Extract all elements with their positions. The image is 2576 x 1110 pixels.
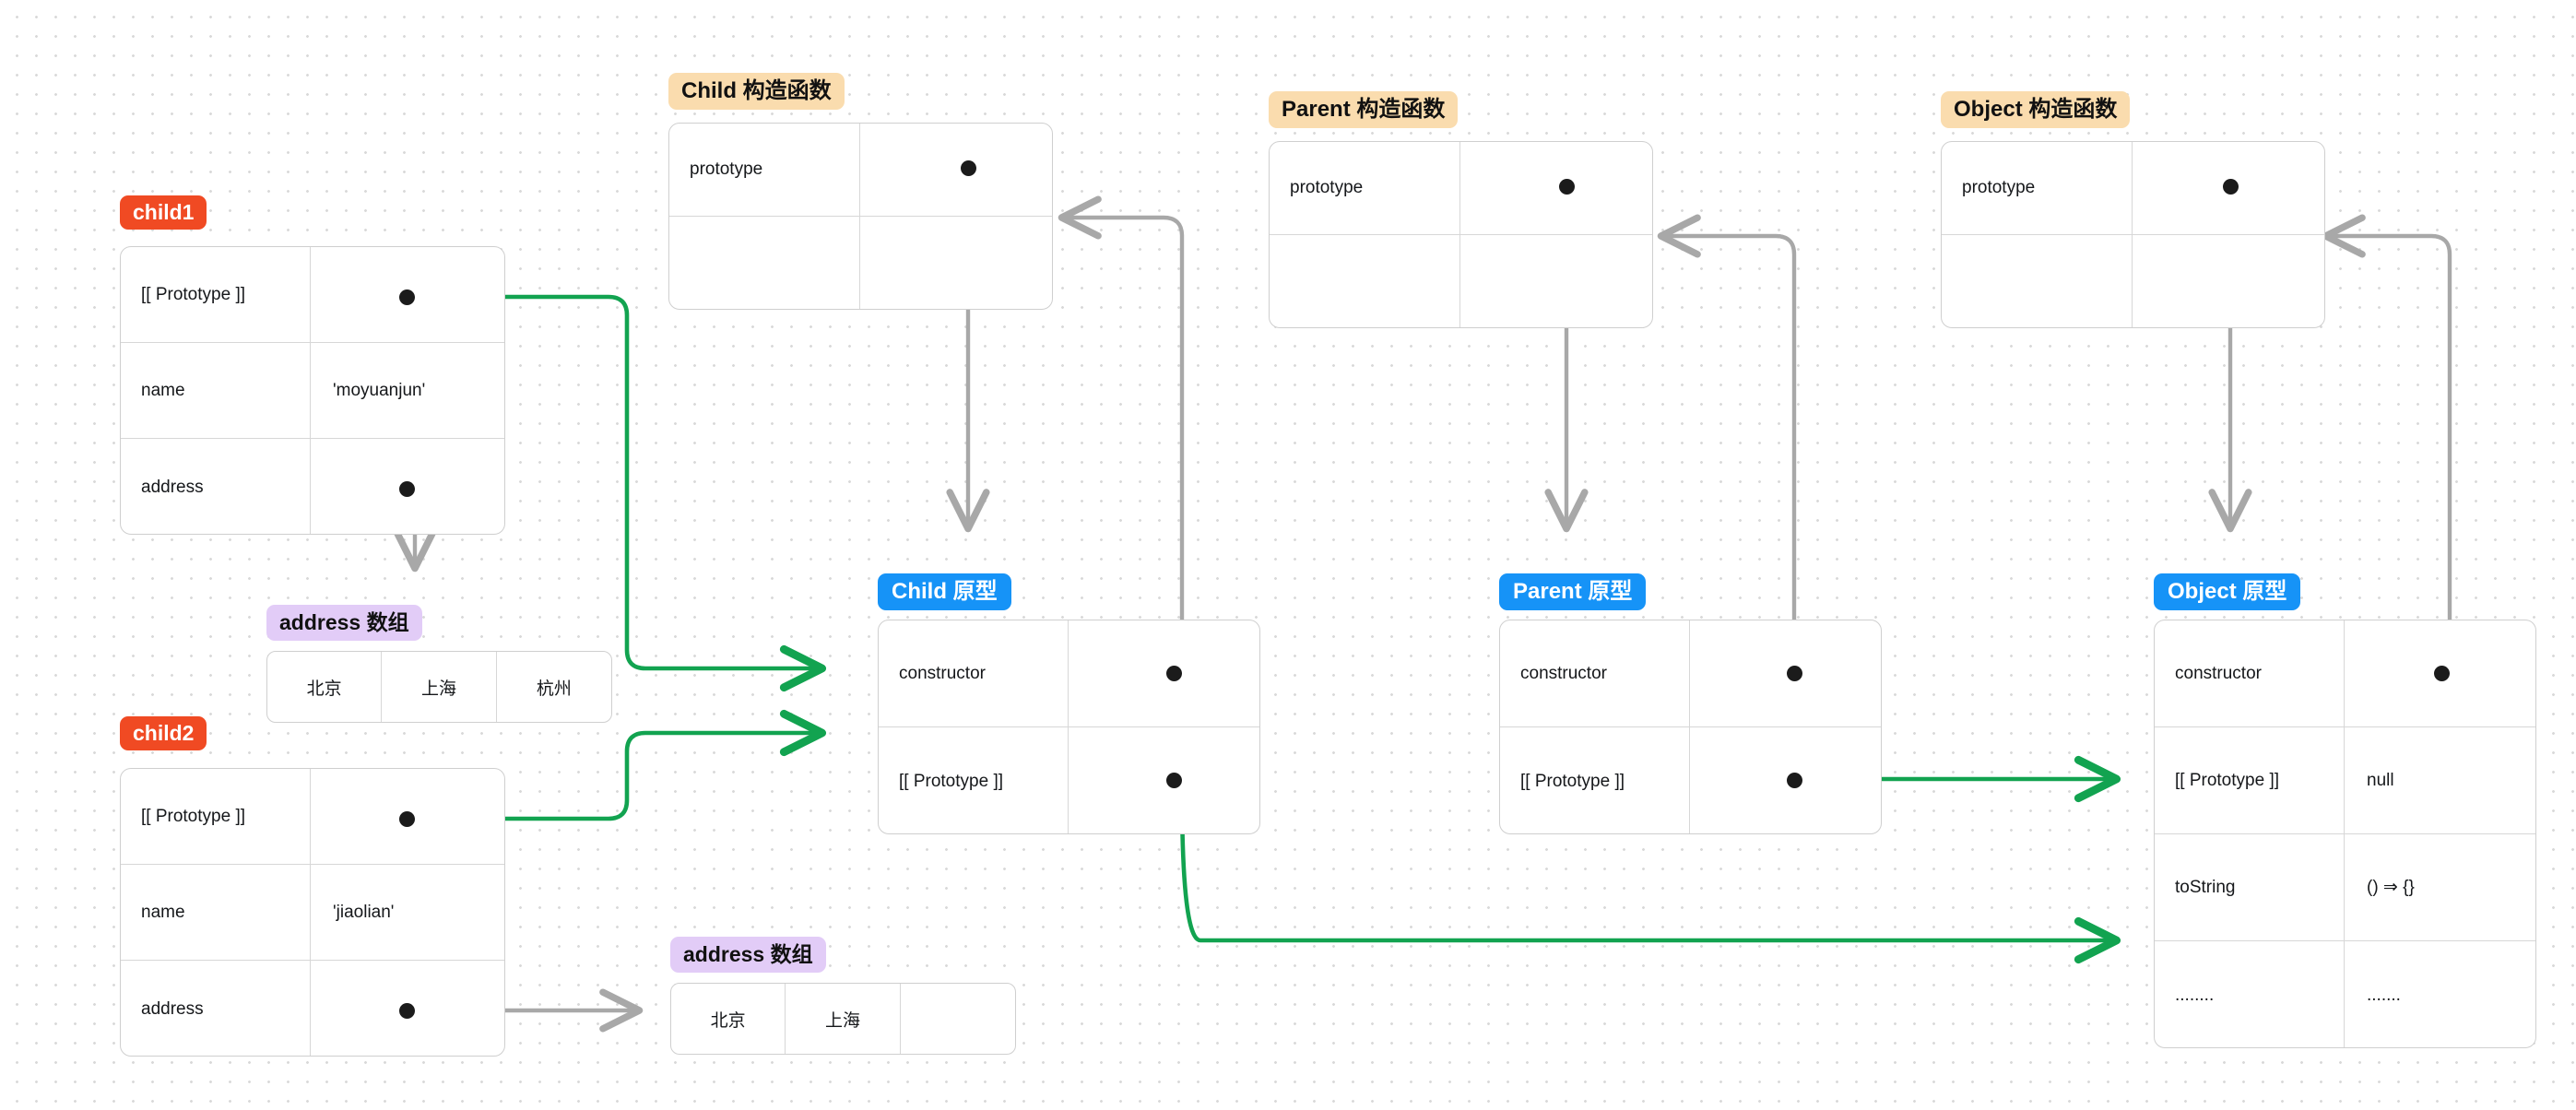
table-row: name 'jiaolian' [121, 865, 504, 961]
address-2-cell-2 [901, 984, 1015, 1054]
parent-ctor-row-1-value [1460, 235, 1652, 327]
address-1-cell-1: 上海 [382, 652, 497, 722]
pointer-dot-child-proto-constructor [1166, 666, 1182, 681]
object-proto-row-3-value: ....... [2367, 985, 2401, 1005]
parent-proto-row-1-key: [[ Prototype ]] [1500, 727, 1690, 833]
table-row [1270, 235, 1652, 327]
child-ctor-row-0-key: prototype [669, 124, 860, 216]
table-row: ........ ....... [2155, 941, 2535, 1047]
table-row: [[ Prototype ]] [879, 727, 1259, 833]
child-proto-row-1-value [1069, 727, 1259, 833]
object-table-parent-prototype: constructor [[ Prototype ]] [1499, 620, 1882, 834]
pointer-dot-object-proto-constructor [2434, 666, 2450, 681]
table-row: address [121, 439, 504, 534]
pointer-dot-child1-prototype [399, 289, 415, 305]
chip-object-constructor: Object 构造函数 [1941, 91, 2131, 128]
object-table-child2: [[ Prototype ]] name 'jiaolian' address [120, 768, 505, 1057]
table-row: constructor [1500, 620, 1881, 727]
pointer-dot-child-proto-prototype [1166, 773, 1182, 788]
object-table-object-constructor: prototype [1941, 141, 2325, 328]
pointer-dot-child2-prototype [399, 811, 415, 827]
child2-row-1-value: 'jiaolian' [333, 902, 395, 922]
object-table-child-constructor: prototype [668, 123, 1053, 310]
object-table-child1: [[ Prototype ]] name 'moyuanjun' address [120, 246, 505, 535]
table-row: toString () ⇒ {} [2155, 834, 2535, 941]
address-1-cell-0: 北京 [267, 652, 383, 722]
object-proto-row-2-key: toString [2155, 834, 2345, 940]
table-row: name 'moyuanjun' [121, 343, 504, 439]
pointer-dot-child-ctor-prototype [961, 160, 976, 176]
table-row [1942, 235, 2324, 327]
pointer-dot-parent-proto-constructor [1787, 666, 1802, 681]
chip-address-array-2: address 数组 [670, 937, 826, 973]
table-row: [[ Prototype ]] [121, 247, 504, 343]
array-table-address-1: 北京 上海 杭州 [266, 651, 612, 723]
chip-child2: child2 [120, 716, 207, 750]
table-row: prototype [1942, 142, 2324, 235]
child-ctor-row-1-value [860, 217, 1052, 309]
object-ctor-row-1-value [2133, 235, 2324, 327]
pointer-dot-child2-address [399, 1003, 415, 1019]
chip-parent-prototype: Parent 原型 [1499, 573, 1647, 610]
table-row: address [121, 961, 504, 1056]
address-2-cell-1: 上海 [786, 984, 901, 1054]
child1-row-1-key: name [121, 343, 312, 438]
table-row: constructor [2155, 620, 2535, 727]
chip-address-array-1: address 数组 [266, 605, 422, 641]
object-proto-row-1-value: null [2367, 770, 2394, 790]
wire-child-prototype-constructor-to-child-ctor [1058, 195, 1185, 676]
child1-row-2-key: address [121, 439, 312, 534]
parent-proto-row-1-value [1690, 727, 1881, 833]
object-proto-row-3-key: ........ [2155, 941, 2345, 1047]
chip-child-constructor: Child 构造函数 [668, 73, 845, 110]
table-row [669, 217, 1052, 309]
parent-proto-row-0-key: constructor [1500, 620, 1690, 726]
object-table-object-prototype: constructor [[ Prototype ]] null toStrin… [2154, 620, 2536, 1048]
table-row: prototype [1270, 142, 1652, 235]
object-table-child-prototype: constructor [[ Prototype ]] [878, 620, 1260, 834]
pointer-dot-parent-proto-prototype [1787, 773, 1802, 788]
pointer-dot-parent-ctor-prototype [1559, 179, 1575, 195]
table-row: constructor [879, 620, 1259, 727]
object-proto-row-1-key: [[ Prototype ]] [2155, 727, 2345, 833]
table-row: prototype [669, 124, 1052, 217]
child1-row-1-value: 'moyuanjun' [333, 380, 426, 400]
child-ctor-row-1-key [669, 217, 860, 309]
parent-ctor-row-0-value [1460, 142, 1652, 234]
wire-object-prototype-constructor-to-object-ctor [2322, 214, 2452, 676]
child2-row-0-key: [[ Prototype ]] [121, 769, 312, 864]
chip-child-prototype: Child 原型 [878, 573, 1011, 610]
table-row: [[ Prototype ]] null [2155, 727, 2535, 834]
table-row: [[ Prototype ]] [121, 769, 504, 865]
child-proto-row-0-key: constructor [879, 620, 1069, 726]
pointer-dot-object-ctor-prototype [2223, 179, 2239, 195]
chip-child1: child1 [120, 195, 207, 230]
child2-row-2-key: address [121, 961, 312, 1056]
child-ctor-row-0-value [860, 124, 1052, 216]
object-proto-row-0-key: constructor [2155, 620, 2345, 726]
object-table-parent-constructor: prototype [1269, 141, 1653, 328]
chip-parent-constructor: Parent 构造函数 [1269, 91, 1459, 128]
parent-ctor-row-1-key [1270, 235, 1460, 327]
wire-parent-prototype-constructor-to-parent-ctor [1657, 214, 1797, 676]
object-ctor-row-0-key: prototype [1942, 142, 2133, 234]
table-row: [[ Prototype ]] [1500, 727, 1881, 833]
child-proto-row-0-value [1069, 620, 1259, 726]
parent-proto-row-0-value [1690, 620, 1881, 726]
child1-row-0-key: [[ Prototype ]] [121, 247, 312, 342]
object-proto-row-2-value: () ⇒ {} [2367, 878, 2415, 897]
object-ctor-row-1-key [1942, 235, 2133, 327]
child2-row-1-key: name [121, 865, 312, 960]
pointer-dot-child1-address [399, 481, 415, 497]
chip-object-prototype: Object 原型 [2154, 573, 2301, 610]
parent-ctor-row-0-key: prototype [1270, 142, 1460, 234]
address-1-cell-2: 杭州 [536, 679, 572, 699]
address-2-cell-0: 北京 [671, 984, 786, 1054]
child-proto-row-1-key: [[ Prototype ]] [879, 727, 1069, 833]
array-table-address-2: 北京 上海 [670, 983, 1016, 1055]
